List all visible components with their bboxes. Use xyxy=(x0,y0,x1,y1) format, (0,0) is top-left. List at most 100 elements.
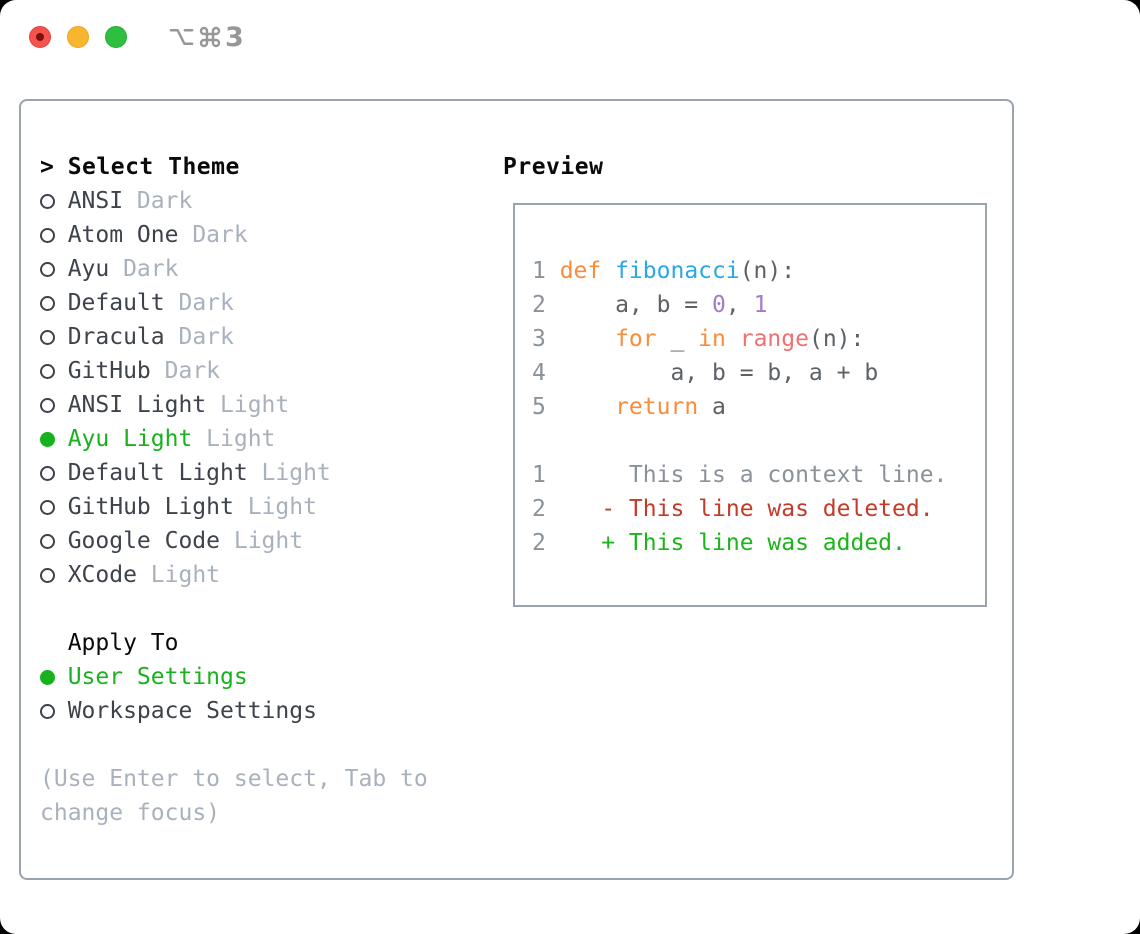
option-key-icon xyxy=(169,28,194,46)
minimize-button[interactable] xyxy=(67,26,89,48)
spacer xyxy=(40,728,455,762)
line-number: 2 xyxy=(532,530,546,556)
theme-variant-tag: Light xyxy=(150,562,221,588)
code-token: (n): xyxy=(808,326,865,352)
code-token: , xyxy=(725,292,754,318)
theme-option-xcode[interactable]: XCode Light xyxy=(40,558,455,592)
theme-variant-tag: Dark xyxy=(136,188,193,214)
theme-variant-tag: Light xyxy=(261,460,331,486)
apply-option-workspace-settings[interactable]: Workspace Settings xyxy=(40,694,455,728)
option-label: Default xyxy=(67,290,165,316)
option-label: Ayu xyxy=(67,256,110,282)
option-label: Dracula xyxy=(67,324,165,350)
option-label: GitHub Light xyxy=(67,494,234,520)
theme-variant-tag: Dark xyxy=(123,256,179,282)
radio-unselected-icon xyxy=(40,295,68,311)
code-line: 2 - This line was deleted. xyxy=(532,492,947,526)
theme-variant-tag: Dark xyxy=(178,290,234,316)
radio-unselected-icon xyxy=(40,703,68,719)
line-number: 1 xyxy=(532,462,546,488)
zoom-button[interactable] xyxy=(105,26,127,48)
titlebar: 3 xyxy=(0,0,1140,72)
theme-option-dracula[interactable]: Dracula Dark xyxy=(40,320,455,354)
code-line: 4 a, b = b, a + b xyxy=(532,356,947,390)
line-number: 3 xyxy=(532,326,546,352)
code-token xyxy=(560,394,615,420)
line-number: 4 xyxy=(532,360,546,386)
code-token: for xyxy=(615,326,657,352)
theme-option-atom-one[interactable]: Atom One Dark xyxy=(40,218,455,252)
option-label: Atom One xyxy=(67,222,179,248)
code-line: 5 return a xyxy=(532,390,947,424)
theme-option-default[interactable]: Default Dark xyxy=(40,286,455,320)
line-number: 5 xyxy=(532,394,546,420)
code-line: 2 a, b = 0, 1 xyxy=(532,288,947,322)
code-token: 1 xyxy=(753,292,768,318)
theme-variant-tag: Dark xyxy=(164,358,221,384)
radio-unselected-icon xyxy=(40,465,68,481)
apply-to-header-row: Apply To xyxy=(40,626,455,660)
radio-unselected-icon xyxy=(40,227,68,243)
theme-option-ayu-light[interactable]: Ayu Light Light xyxy=(40,422,455,456)
code-token: a, b = b, a + b xyxy=(559,360,879,386)
option-label: User Settings xyxy=(67,664,248,690)
code-token: a xyxy=(698,394,726,420)
theme-option-ayu[interactable]: Ayu Dark xyxy=(40,252,455,286)
radio-unselected-icon xyxy=(40,533,68,549)
cursor-icon: > xyxy=(40,154,54,180)
theme-variant-tag: Dark xyxy=(178,324,234,350)
code-token: a, b = xyxy=(559,292,713,318)
radio-selected-icon xyxy=(40,669,68,685)
code-token: fibonacci xyxy=(615,258,740,284)
code-line xyxy=(532,424,947,458)
line-number: 1 xyxy=(532,258,546,284)
command-key-icon xyxy=(199,26,221,48)
option-label: Workspace Settings xyxy=(67,698,317,724)
apply-option-user-settings[interactable]: User Settings xyxy=(40,660,455,694)
radio-unselected-icon xyxy=(40,499,68,515)
close-button[interactable] xyxy=(29,26,51,48)
theme-variant-tag: Light xyxy=(233,528,304,554)
radio-selected-icon xyxy=(40,431,68,447)
code-token: _ xyxy=(656,326,699,352)
code-token: 0 xyxy=(712,292,726,318)
code-line: 2 + This line was added. xyxy=(532,526,947,560)
code-line: 1 def fibonacci(n): xyxy=(532,254,947,288)
line-number: 2 xyxy=(532,496,546,522)
code-line: 1 This is a context line. xyxy=(532,458,947,492)
code-token: (n): xyxy=(739,258,796,284)
window-title: 3 xyxy=(168,21,244,53)
theme-variant-tag: Light xyxy=(206,426,276,452)
window-title-digit: 3 xyxy=(225,21,244,53)
option-label: GitHub xyxy=(67,358,151,384)
radio-unselected-icon xyxy=(40,397,68,413)
theme-option-github[interactable]: GitHub Dark xyxy=(40,354,455,388)
select-theme-header-row: > Select Theme xyxy=(40,150,455,184)
theme-variant-tag: Dark xyxy=(192,222,248,248)
code-token: return xyxy=(615,394,699,420)
option-label: ANSI Light xyxy=(67,392,207,418)
code-token: def xyxy=(559,258,616,284)
radio-unselected-icon xyxy=(40,363,68,379)
code-token: - This line was deleted. xyxy=(559,496,934,522)
option-label: Ayu Light xyxy=(67,426,193,452)
option-label: XCode xyxy=(67,562,137,588)
code-token xyxy=(560,326,615,352)
theme-option-default-light[interactable]: Default Light Light xyxy=(40,456,455,490)
option-label: Default Light xyxy=(67,460,248,486)
line-number: 2 xyxy=(532,292,546,318)
code-line: 3 for _ in range(n): xyxy=(532,322,947,356)
radio-unselected-icon xyxy=(40,567,68,583)
code-token: in xyxy=(698,326,726,352)
